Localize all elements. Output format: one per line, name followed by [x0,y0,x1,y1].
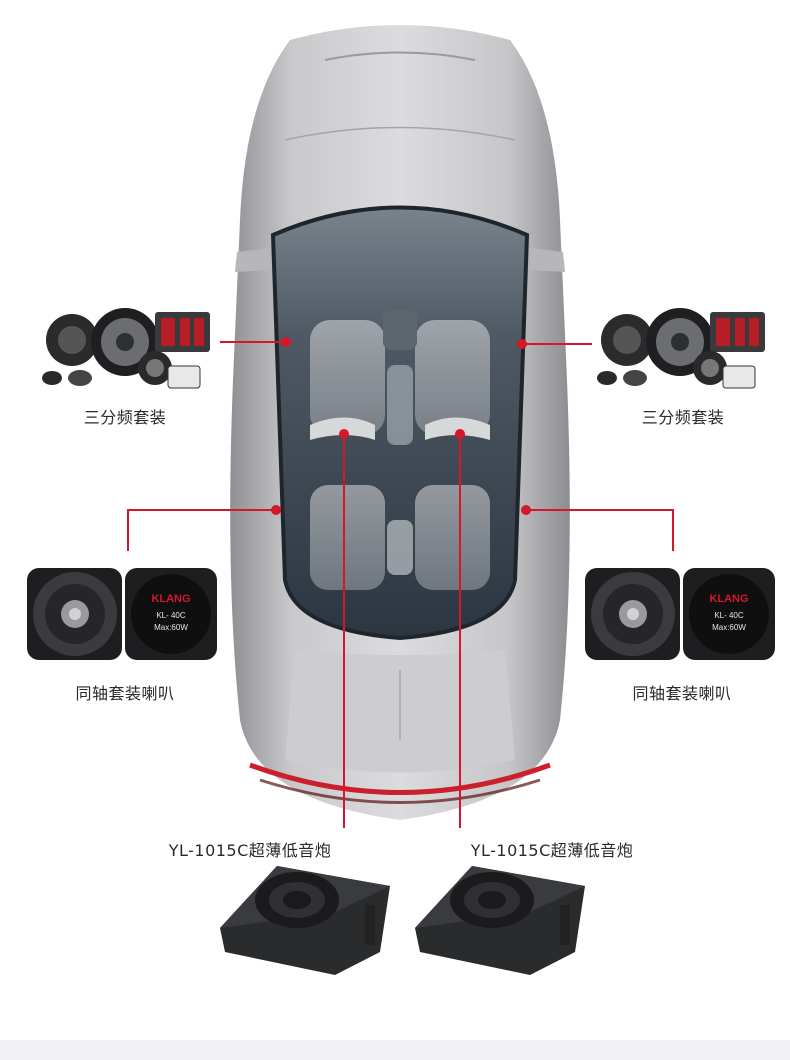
callout-dot-subwoofer-right [455,429,465,439]
bottom-band [0,1040,790,1060]
speaker-power-text-right: Max:60W [712,623,746,632]
subwoofer-label-left: YL-1015C超薄低音炮 [168,841,332,860]
three-way-speaker-kit-right-image [597,308,765,389]
coaxial-speaker-left-image: KLANG KL- 40C Max:60W [27,568,217,660]
speaker-model-text-right: KL- 40C [714,611,744,620]
callout-dot-coaxial-left [271,505,281,515]
subwoofer-right-image [415,866,585,975]
subwoofer-label-right: YL-1015C超薄低音炮 [470,841,634,860]
callout-line-coaxial-right-h [527,509,674,511]
three-way-kit-label-right: 三分频套装 [641,408,725,427]
speaker-model-text-left: KL- 40C [156,611,186,620]
callout-dot-three-way-left [281,337,291,347]
three-way-kit-label-left: 三分频套装 [83,408,167,427]
speaker-brand-text-left: KLANG [151,593,190,605]
subwoofer-left-image [220,866,390,975]
callout-line-coaxial-left-h [127,509,276,511]
callout-line-subwoofer-right [459,434,461,828]
callout-line-coaxial-right-v [672,509,674,551]
speaker-brand-text-right: KLANG [709,593,748,605]
callout-line-subwoofer-left [343,434,345,828]
coaxial-speaker-label-right: 同轴套装喇叭 [632,684,732,703]
callout-dot-three-way-right [517,339,527,349]
callout-line-coaxial-left-v [127,509,129,551]
callout-line-three-way-right [522,343,592,345]
callout-dot-subwoofer-left [339,429,349,439]
car-top-view [230,25,570,820]
callout-dot-coaxial-right [521,505,531,515]
coaxial-speaker-label-left: 同轴套装喇叭 [75,684,175,703]
three-way-speaker-kit-left-image [42,308,210,389]
coaxial-speaker-right-image: KLANG KL- 40C Max:60W [585,568,775,660]
speaker-power-text-left: Max:60W [154,623,188,632]
callout-line-three-way-left [220,341,286,343]
